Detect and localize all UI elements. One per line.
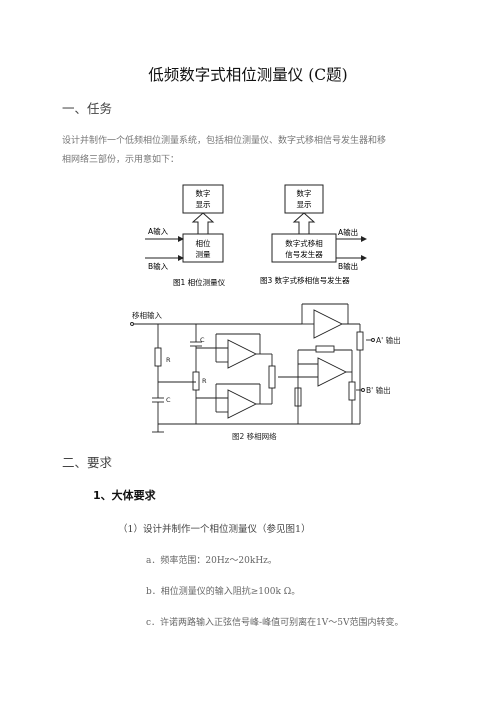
resistor-right — [294, 387, 302, 407]
opamp-right — [317, 357, 348, 387]
resistor-r-left — [154, 347, 162, 367]
mid-pot — [268, 365, 276, 389]
fig3-display-top: 数字 — [297, 188, 312, 198]
fig2-label-c-left: C — [166, 396, 171, 404]
fig3-up-arrow — [292, 212, 316, 234]
fig2-label-c-mid: C — [200, 336, 205, 344]
requirement-item-c: c．许诺两路输入正弦信号峰-峰值可别离在1V～5V范围内转变。 — [146, 618, 404, 628]
fig1-display-bottom: 显示 — [196, 200, 211, 209]
fig1-block-top: 相位 — [196, 238, 211, 248]
opamp-mid-upper — [227, 339, 258, 369]
requirement-item-1: （1）设计并制作一个相位测量仪（参见图1） — [118, 524, 311, 535]
resistor-mid — [192, 371, 200, 391]
page-title: 低频数字式相位测量仪 (C题) — [148, 66, 348, 84]
fig3-caption: 图3 数字式移相信号发生器 — [260, 275, 350, 285]
task-paragraph-line-1: 设计并制作一个低频相位测量系统，包括相位测量仪、数字式移相信号发生器和移 — [62, 136, 387, 146]
section-heading-task: 一、任务 — [62, 101, 113, 116]
fig3-output-b-label: B输出 — [338, 261, 358, 271]
fig3-generator-box — [271, 233, 337, 263]
fig3-display-bottom: 显示 — [297, 200, 312, 209]
fig1-caption: 图1 相位测量仪 — [173, 277, 226, 287]
fig1-up-arrow — [191, 212, 215, 234]
opamp-mid-lower — [227, 389, 258, 419]
figure-2-phase-shift-network: 移相输入 R C C R A' 输出 B' 输出 图2 移相网络 — [130, 303, 401, 441]
output-b-pot — [348, 381, 356, 401]
fig3-block-bottom: 信号发生器 — [285, 249, 323, 259]
fig2-label-r-left: R — [166, 356, 171, 364]
subsection-heading-basic: 1、大体要求 — [93, 489, 156, 502]
requirement-item-a: a．频率范围：20Hz～20kHz。 — [146, 556, 277, 566]
block-diagrams: 数字 显示 相位 测量 A输入 B输入 图1 相位测量仪 数字 显示 数字式移相… — [145, 184, 367, 287]
requirement-item-b: b．相位测量仪的输入阻抗≥100k Ω。 — [146, 587, 301, 597]
output-a-pot — [356, 331, 364, 351]
fig1-display-top: 数字 — [196, 188, 211, 198]
feedback-resistor — [315, 345, 335, 353]
fig2-output-b-label: B' 输出 — [366, 385, 391, 395]
fig1-measure-box — [182, 233, 224, 263]
fig2-label-r-mid: R — [202, 377, 207, 385]
fig3-block-top: 数字式移相 — [285, 238, 323, 248]
figure-1-phase-meter: 数字 显示 相位 测量 A输入 B输入 图1 相位测量仪 — [145, 184, 226, 287]
section-heading-requirements: 二、要求 — [62, 455, 113, 470]
fig1-input-b-label: B输入 — [148, 261, 169, 271]
fig2-input-label: 移相输入 — [132, 310, 162, 320]
opamp-top — [313, 309, 344, 339]
figure-3-signal-generator: 数字 显示 数字式移相 信号发生器 A输出 B输出 图3 数字式移相信号发生器 — [260, 184, 367, 285]
fig2-output-a-label: A' 输出 — [376, 335, 401, 345]
task-paragraph-line-2: 相网络三部份，示用意如下： — [62, 155, 180, 165]
fig3-output-a-label: A输出 — [338, 227, 358, 237]
fig1-block-bottom: 测量 — [196, 250, 211, 259]
input-terminal — [130, 322, 134, 326]
fig2-caption: 图2 移相网络 — [232, 431, 277, 441]
fig1-input-a-label: A输入 — [148, 226, 169, 236]
